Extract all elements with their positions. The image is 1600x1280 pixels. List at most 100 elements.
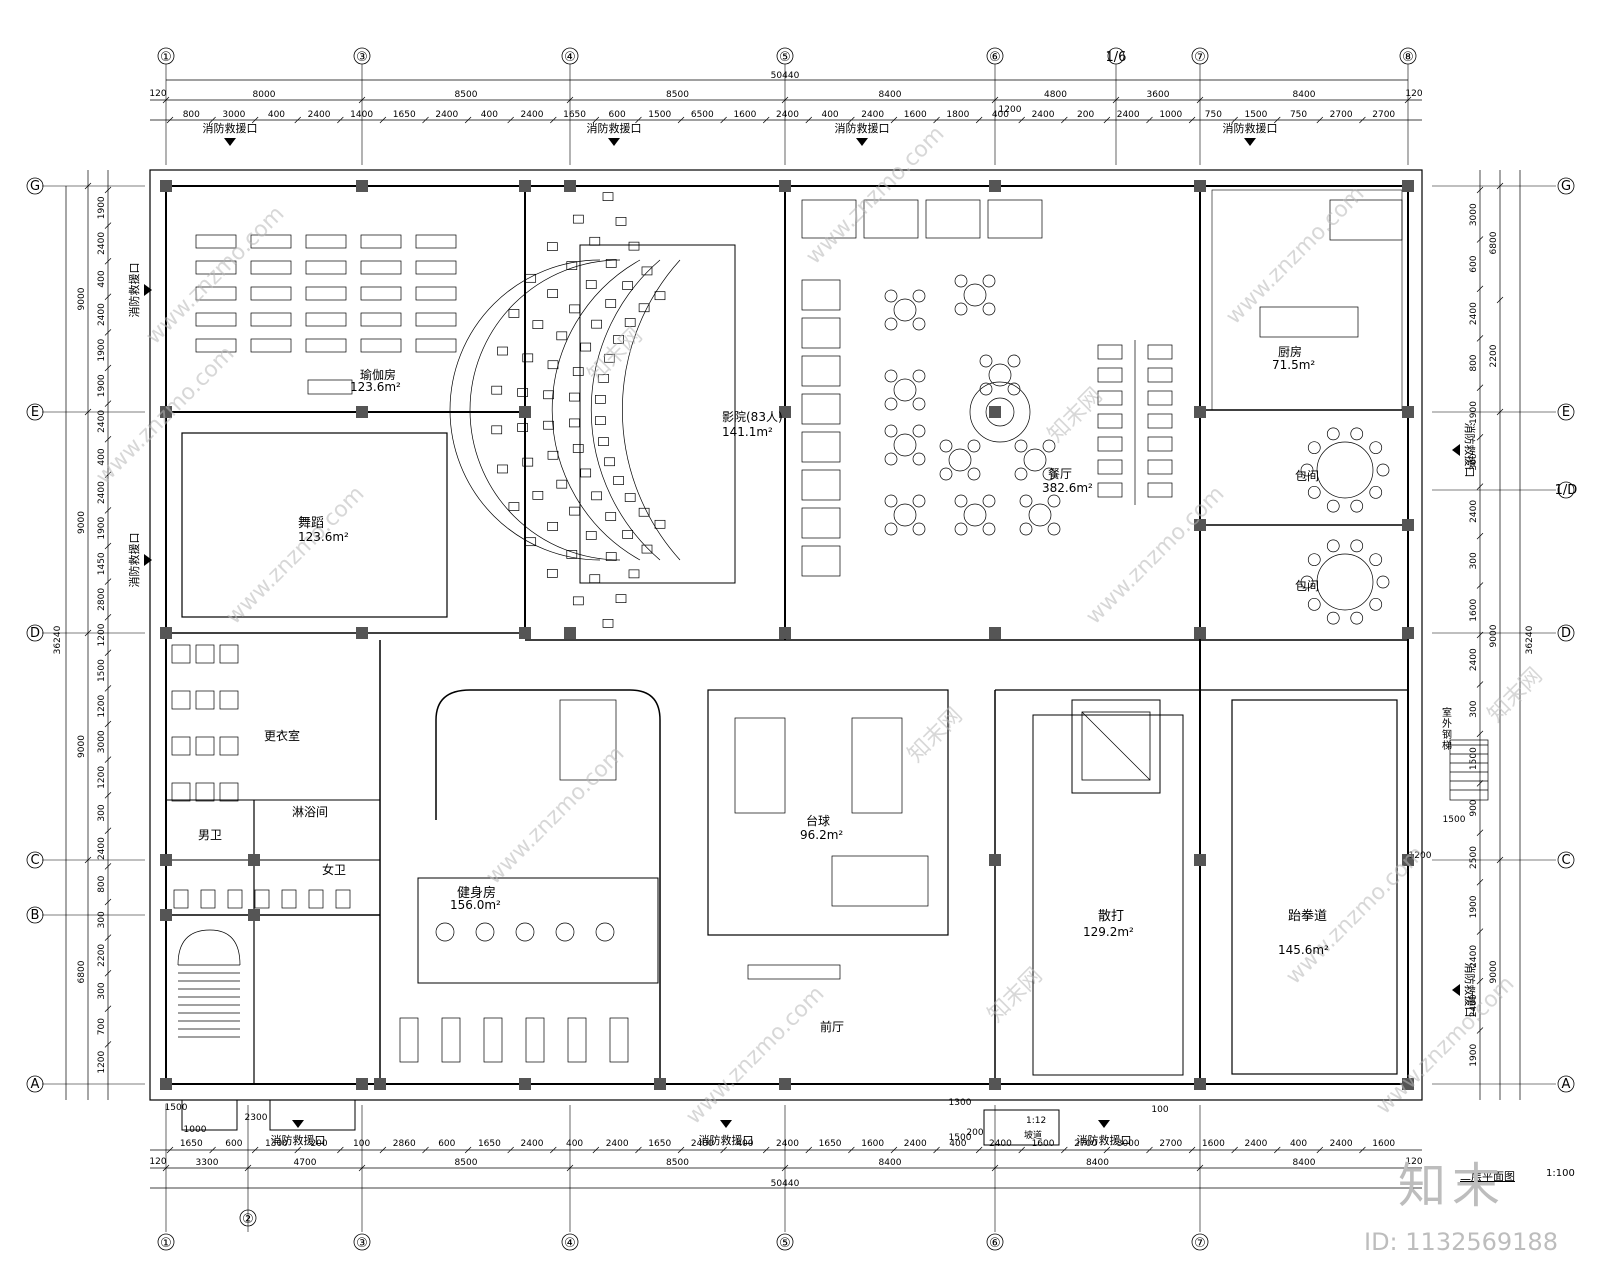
bottom-detail-dim: 2400 <box>904 1139 927 1149</box>
cinema-seat <box>566 550 578 559</box>
cinema-seat <box>604 353 615 363</box>
yoga-mat <box>305 286 347 301</box>
fire-rescue-label: 消防救援口 <box>1077 1133 1132 1147</box>
top-detail-dim: 800 <box>183 110 200 120</box>
top-detail-dim: 1600 <box>904 110 927 120</box>
kitchen-island <box>1259 306 1359 338</box>
axis-label-right: A <box>1562 1077 1571 1092</box>
axis-bubble-top <box>1107 47 1125 65</box>
top-detail-dim: 1500 <box>648 110 671 120</box>
locker <box>171 782 191 802</box>
dining-chair <box>912 397 926 411</box>
cinema-seat <box>589 574 601 584</box>
structural-column <box>248 854 260 866</box>
yoga-mat <box>415 260 457 275</box>
dining-chair <box>982 522 996 536</box>
dining-chair <box>1019 494 1033 508</box>
bottom-bay-dim: 8400 <box>1293 1158 1316 1168</box>
axis-bubble-bottom <box>353 1233 371 1251</box>
cinema-seat <box>622 281 634 290</box>
right-detail-dim: 3000 <box>1469 203 1479 226</box>
yoga-mat <box>305 312 347 327</box>
billiard-table <box>734 717 786 814</box>
cinema-seat <box>602 619 614 628</box>
bottom-detail-dim: 1600 <box>1032 1139 1055 1149</box>
structural-column <box>1194 180 1206 192</box>
dining-chair <box>884 397 898 411</box>
misc-dim: 2300 <box>245 1113 268 1123</box>
watermark-text: www.znzmo.com <box>801 121 949 269</box>
axis-bubble-right <box>1557 403 1575 421</box>
room-area-厨房: 71.5m² <box>1272 358 1316 372</box>
watermark-layer: www.znzmo.comwww.znzmo.com知末网www.znzmo.c… <box>91 121 1547 1129</box>
left-detail-dim: 2400 <box>97 481 107 504</box>
fire-rescue-label: 消防救援口 <box>835 121 890 135</box>
fire-rescue-arrow-icon <box>224 138 236 146</box>
fire-rescue-arrow-icon <box>144 554 152 566</box>
room-name-瑜伽房: 瑜伽房 <box>360 368 397 382</box>
locker <box>195 644 215 664</box>
right-detail-dim: 1900 <box>1469 401 1479 424</box>
left-detail-dim: 1450 <box>97 552 107 575</box>
left-detail-dim: 1900 <box>97 338 107 361</box>
yoga-mat <box>305 234 347 249</box>
outdoor-stair <box>1449 739 1489 801</box>
axis-label-right: G <box>1561 179 1571 194</box>
right-detail-dim: 1900 <box>1469 1044 1479 1067</box>
outdoor-stair-label: 室外钢梯 <box>1442 708 1452 752</box>
room-name-台球: 台球 <box>806 814 831 828</box>
locker <box>219 690 239 710</box>
left-bay-dim: 6800 <box>77 960 87 983</box>
bottom-detail-dim: 2400 <box>1330 1139 1353 1149</box>
cinema-seat <box>591 319 602 329</box>
cinema-seat-row <box>449 259 601 561</box>
locker <box>171 690 191 710</box>
right-detail-dim: 2400 <box>1469 302 1479 325</box>
right-detail-dim: 900 <box>1469 799 1479 816</box>
dining-long-seat <box>1147 436 1173 452</box>
structural-column <box>1402 406 1414 418</box>
axis-bubble-left <box>26 624 44 642</box>
axis-bubble-top <box>986 47 1004 65</box>
room-area-跆拳道: 145.6m² <box>1278 943 1329 957</box>
structural-column <box>519 627 531 639</box>
cinema-seat <box>598 374 609 383</box>
structural-column <box>519 180 531 192</box>
cinema-seat <box>517 423 528 432</box>
right-detail-dim: 2400 <box>1469 500 1479 523</box>
dining-chair <box>912 369 926 383</box>
room-area-影院: 141.1m² <box>722 425 773 439</box>
bottom-bay-dim: 8500 <box>666 1158 689 1168</box>
dining-chair <box>1047 494 1061 508</box>
dining-chair <box>884 522 898 536</box>
bottom-detail-dim: 100 <box>353 1139 370 1149</box>
locker <box>195 782 215 802</box>
top-detail-dim: 1500 <box>1244 110 1267 120</box>
room-name-舞蹈: 舞蹈 <box>298 516 325 531</box>
dining-table <box>893 433 917 457</box>
bottom-detail-dim: 2400 <box>521 1139 544 1149</box>
dining-table <box>948 448 972 472</box>
axis-bubble-bottom <box>157 1233 175 1251</box>
top-detail-dim: 1650 <box>393 110 416 120</box>
cinema-seat <box>497 346 508 356</box>
axis-label-right: C <box>1561 853 1570 868</box>
toilet-fixture <box>227 889 243 909</box>
axis-label-bottom: ⑥ <box>989 1236 1001 1251</box>
private-room-chair <box>1326 539 1340 553</box>
yoga-mat <box>360 312 402 327</box>
axis-label-top: ④ <box>564 50 576 65</box>
treadmill <box>441 1017 461 1063</box>
axis-label-top: ① <box>160 50 172 65</box>
room-name-影院: 影院(83人) <box>722 410 783 424</box>
cinema-seat <box>569 304 580 314</box>
left-detail-dim: 300 <box>97 982 107 999</box>
left-detail-dim: 3000 <box>97 730 107 753</box>
treadmill <box>399 1017 419 1063</box>
left-detail-dim: 1200 <box>97 694 107 717</box>
cinema-seat <box>508 309 520 318</box>
cinema-seat <box>622 530 634 539</box>
cinema-seat <box>591 491 602 501</box>
